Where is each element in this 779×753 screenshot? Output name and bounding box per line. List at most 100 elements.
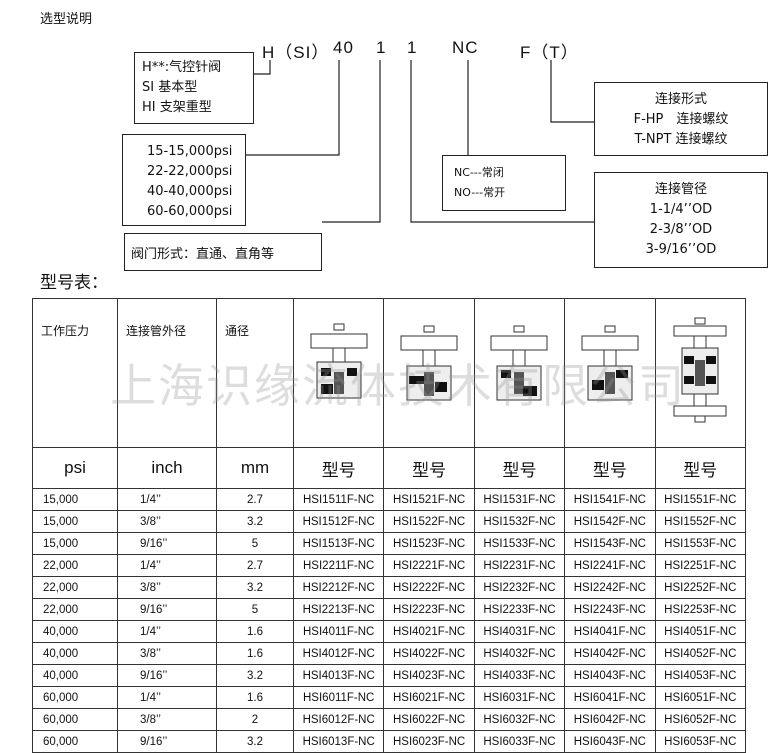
- pressure-cell: 15,000: [32, 532, 118, 555]
- header-model: 型号: [473, 447, 566, 489]
- tube-size-line: 连接管径: [654, 182, 707, 197]
- model-cell: HSI4012F-NC: [292, 642, 385, 665]
- tube-od-cell: 1/4’’: [117, 686, 217, 709]
- tube-size-box: 连接管径 1-1/4’’OD 2-3/8’’OD 3-9/16’’OD: [594, 172, 768, 268]
- pressure-cell: 40,000: [32, 664, 118, 687]
- connection-line: F-HP 连接螺纹: [633, 112, 729, 127]
- model-cell: HSI6042F-NC: [564, 708, 656, 731]
- tube-od-cell: 9/16’’: [117, 532, 217, 555]
- type-line: H**:气控针阀: [142, 60, 222, 75]
- unit-mm: mm: [216, 447, 294, 489]
- pressure-line: 22-22,000psi: [147, 164, 233, 179]
- valve-image-cell: [654, 298, 747, 448]
- model-cell: HSI4051F-NC: [654, 620, 747, 643]
- tube-od-cell: 3/8’’: [117, 510, 217, 533]
- code-valve-form: 1: [376, 38, 387, 57]
- bore-cell: 1.6: [216, 686, 294, 709]
- model-cell: HSI6043F-NC: [564, 730, 656, 753]
- model-cell: HSI2242F-NC: [564, 576, 656, 599]
- header-model: 型号: [564, 447, 656, 489]
- pressure-cell: 60,000: [32, 686, 118, 709]
- model-cell: HSI2253F-NC: [654, 598, 747, 621]
- bore-cell: 2: [216, 708, 294, 731]
- pressure-line: 40-40,000psi: [147, 184, 233, 199]
- tube-size-line: 3-9/16’’OD: [645, 242, 717, 257]
- valve-form-box: 阀门形式：直通、直角等: [124, 233, 322, 271]
- tube-od-cell: 3/8’’: [117, 708, 217, 731]
- model-cell: HSI1551F-NC: [654, 488, 747, 511]
- pressure-cell: 22,000: [32, 598, 118, 621]
- pressure-line: 15-15,000psi: [147, 144, 233, 159]
- angle-valve-image: [581, 325, 639, 400]
- model-cell: HSI1543F-NC: [564, 532, 656, 555]
- pressure-cell: 15,000: [32, 510, 118, 533]
- angle-valve-image: [490, 325, 548, 400]
- model-cell: HSI6011F-NC: [292, 686, 385, 709]
- nc-line: NC---常闭: [454, 166, 504, 179]
- model-cell: HSI1512F-NC: [292, 510, 385, 533]
- model-cell: HSI4011F-NC: [292, 620, 385, 643]
- model-cell: HSI4033F-NC: [473, 664, 566, 687]
- model-cell: HSI1533F-NC: [473, 532, 566, 555]
- bore-cell: 3.2: [216, 576, 294, 599]
- bore-cell: 5: [216, 598, 294, 621]
- model-cell: HSI4021F-NC: [383, 620, 475, 643]
- line-type: [254, 60, 271, 75]
- connection-line: T-NPT 连接螺纹: [634, 132, 728, 147]
- pressure-cell: 60,000: [32, 730, 118, 753]
- type-box: H**:气控针阀 SI 基本型 HI 支架重型: [134, 52, 254, 124]
- pressure-cell: 40,000: [32, 620, 118, 643]
- model-cell: HSI4032F-NC: [473, 642, 566, 665]
- valve-image-cell: [383, 298, 475, 448]
- model-cell: HSI4042F-NC: [564, 642, 656, 665]
- model-cell: HSI4023F-NC: [383, 664, 475, 687]
- model-cell: HSI6032F-NC: [473, 708, 566, 731]
- line-size: [410, 60, 594, 223]
- model-cell: HSI2212F-NC: [292, 576, 385, 599]
- tube-od-cell: 1/4’’: [117, 554, 217, 577]
- table-header-row: 工作压力 连接管外径 通径: [32, 298, 747, 448]
- tube-od-cell: 3/8’’: [117, 576, 217, 599]
- pressure-cell: 40,000: [32, 642, 118, 665]
- model-cell: HSI4013F-NC: [292, 664, 385, 687]
- model-cell: HSI6012F-NC: [292, 708, 385, 731]
- nc-no-box: NC---常闭 NO---常开: [442, 155, 566, 211]
- connection-box: 连接形式 F-HP 连接螺纹 T-NPT 连接螺纹: [594, 82, 768, 156]
- bore-cell: 5: [216, 532, 294, 555]
- model-cell: HSI1511F-NC: [292, 488, 385, 511]
- model-cell: HSI6041F-NC: [564, 686, 656, 709]
- tube-od-cell: 1/4’’: [117, 488, 217, 511]
- model-cell: HSI4052F-NC: [654, 642, 747, 665]
- pressure-cell: 22,000: [32, 554, 118, 577]
- model-cell: HSI2232F-NC: [473, 576, 566, 599]
- tube-size-line: 2-3/8’’OD: [649, 222, 713, 237]
- model-cell: HSI2243F-NC: [564, 598, 656, 621]
- pressure-box: 15-15,000psi 22-22,000psi 40-40,000psi 6…: [122, 134, 246, 226]
- model-cell: HSI1541F-NC: [564, 488, 656, 511]
- model-cell: HSI4031F-NC: [473, 620, 566, 643]
- model-cell: HSI2222F-NC: [383, 576, 475, 599]
- bore-cell: 3.2: [216, 730, 294, 753]
- line-connection: [550, 60, 594, 123]
- model-cell: HSI6031F-NC: [473, 686, 566, 709]
- bore-cell: 1.6: [216, 620, 294, 643]
- header-model: 型号: [292, 447, 385, 489]
- code-connection: F（T）: [520, 43, 579, 62]
- model-cell: HSI6013F-NC: [292, 730, 385, 753]
- connection-line: 连接形式: [654, 92, 707, 107]
- code-size: 1: [407, 38, 418, 57]
- model-cell: HSI2233F-NC: [473, 598, 566, 621]
- pressure-cell: 15,000: [32, 488, 118, 511]
- bore-cell: 2.7: [216, 488, 294, 511]
- header-bore: 通径: [216, 298, 294, 448]
- valve-image-cell: [564, 298, 656, 448]
- model-cell: HSI4053F-NC: [654, 664, 747, 687]
- model-cell: HSI6022F-NC: [383, 708, 475, 731]
- bore-cell: 3.2: [216, 664, 294, 687]
- model-cell: HSI4041F-NC: [564, 620, 656, 643]
